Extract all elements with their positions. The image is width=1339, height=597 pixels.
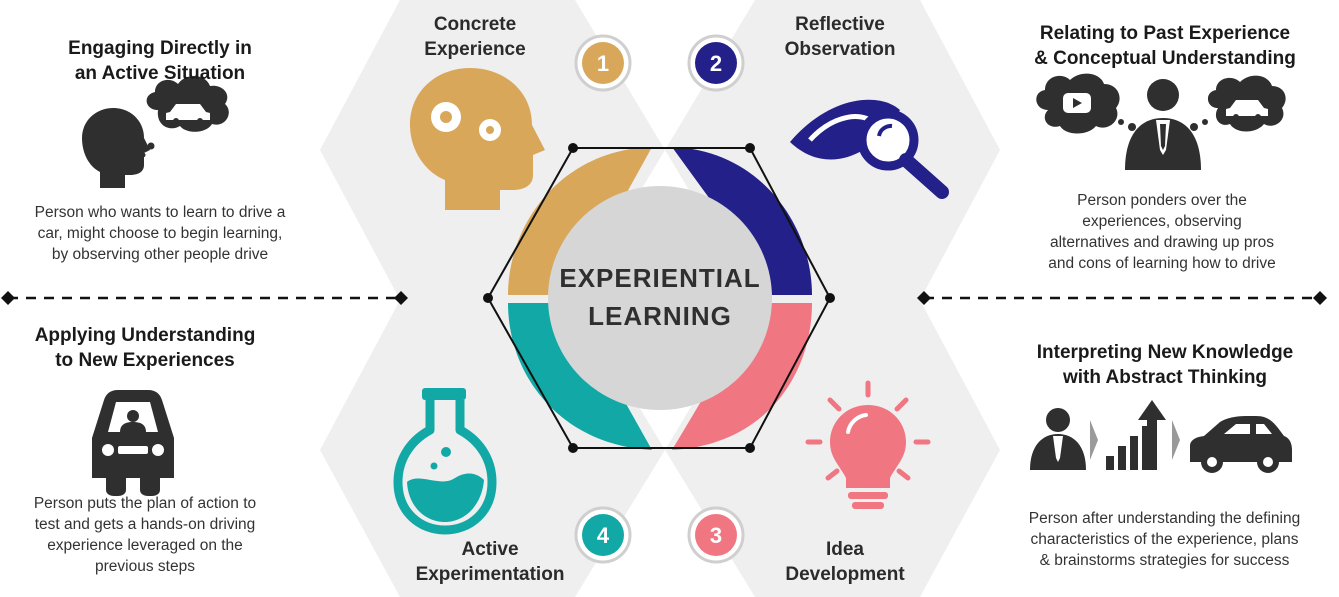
lightbulb-icon [805, 380, 931, 509]
center-title-line2: LEARNING [588, 301, 732, 331]
divider-left-end-diamond [1, 291, 15, 305]
phase-title-idea-development: Idea Development [785, 539, 905, 585]
driver-car-icon [92, 390, 174, 496]
side-desc-bottom-right: Person after understanding the defining … [1028, 510, 1301, 569]
divider-left-inner-diamond [394, 291, 408, 305]
side-title-bottom-left: Applying Understanding to New Experience… [34, 325, 256, 371]
eye-magnifier-icon [790, 99, 949, 199]
side-title-bottom-right: Interpreting New Knowledge with Abstract… [1036, 342, 1294, 388]
phase-title-active-experimentation: Active Experimentation [415, 539, 565, 585]
phase-badge-2: 2 [687, 34, 745, 92]
ring-segment-idea [672, 303, 812, 450]
flask-icon [393, 388, 497, 535]
divider-right-end-diamond [1313, 291, 1327, 305]
svg-text:1: 1 [597, 51, 609, 76]
phase-badge-4: 4 [574, 506, 632, 564]
svg-text:4: 4 [597, 523, 610, 548]
hex-vertex [568, 443, 578, 453]
svg-text:2: 2 [710, 51, 722, 76]
ring-segment-reflective [672, 147, 812, 295]
hex-vertex [568, 143, 578, 153]
side-desc-top-left: Person who wants to learn to drive a car… [34, 204, 286, 263]
side-title-top-right: Relating to Past Experience & Conceptual… [1034, 23, 1296, 69]
person-growth-car-icon [1030, 400, 1292, 473]
phase-title-concrete-experience: Concrete Experience [424, 14, 526, 60]
side-desc-top-right: Person ponders over the experiences, obs… [1048, 192, 1276, 272]
divider-right-inner-diamond [917, 291, 931, 305]
hex-vertex [483, 293, 493, 303]
ring-segment-active [508, 303, 652, 450]
thinking-head-car-icon [82, 75, 229, 188]
side-desc-bottom-left: Person puts the plan of action to test a… [33, 495, 257, 575]
center-circle [548, 186, 772, 410]
center-title-line1: EXPERIENTIAL [559, 263, 760, 293]
hex-vertex [745, 143, 755, 153]
person-thoughts-icon [1036, 73, 1286, 170]
hex-vertex [745, 443, 755, 453]
svg-text:3: 3 [710, 523, 722, 548]
phase-title-reflective-observation: Reflective Observation [784, 14, 896, 60]
side-title-top-left: Engaging Directly in an Active Situation [68, 38, 252, 84]
hex-vertex [825, 293, 835, 303]
phase-badge-3: 3 [687, 506, 745, 564]
head-gears-icon [410, 68, 545, 210]
phase-badge-1: 1 [574, 34, 632, 92]
